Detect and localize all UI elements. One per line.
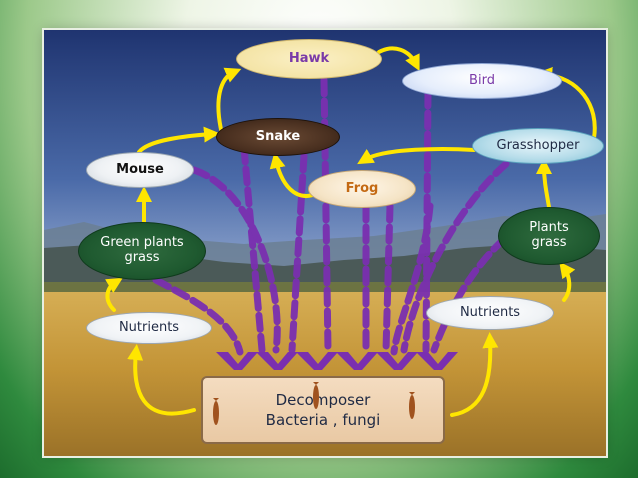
nutrients-right-node: Nutrients bbox=[426, 296, 554, 330]
snake-node: Snake bbox=[216, 118, 340, 156]
nutrients-left-node: Nutrients bbox=[86, 312, 212, 344]
bacteria-icon bbox=[213, 398, 219, 425]
plants-label-line2: grass bbox=[531, 235, 567, 250]
green-plants-label-line2: grass bbox=[124, 250, 160, 265]
frog-node: Frog bbox=[308, 170, 416, 208]
decomposer-title: Decomposer bbox=[275, 390, 371, 409]
tree-line bbox=[44, 282, 606, 292]
hawk-node: Hawk bbox=[236, 39, 382, 79]
plants-label-line1: Plants bbox=[529, 220, 569, 236]
green-plants-label-line1: Green plants bbox=[100, 235, 184, 251]
nutrients-left-label: Nutrients bbox=[118, 319, 180, 335]
plants-grass-node: Plants grass bbox=[498, 207, 600, 265]
mouse-label: Mouse bbox=[116, 161, 164, 177]
grasshopper-node: Grasshopper bbox=[472, 128, 604, 164]
decomposition-arrowheads bbox=[216, 352, 458, 370]
nutrients-right-label: Nutrients bbox=[459, 304, 521, 320]
green-plants-node: Green plants grass bbox=[78, 222, 206, 280]
hawk-label: Hawk bbox=[288, 50, 330, 66]
snake-label: Snake bbox=[255, 128, 301, 144]
decomposition-arrows bbox=[152, 76, 524, 356]
grasshopper-label: Grasshopper bbox=[496, 137, 580, 153]
frog-label: Frog bbox=[345, 180, 379, 196]
bird-label: Bird bbox=[469, 72, 495, 88]
food-web-panel: Hawk Bird Snake Grasshopper Mouse Frog G… bbox=[44, 30, 606, 456]
bird-node: Bird bbox=[402, 63, 562, 99]
bacteria-icon bbox=[313, 382, 319, 409]
decomposer-box: Decomposer Bacteria , fungi bbox=[201, 376, 445, 444]
mouse-node: Mouse bbox=[86, 152, 194, 188]
decomposer-subtitle: Bacteria , fungi bbox=[265, 411, 381, 429]
bacteria-icon bbox=[409, 392, 415, 419]
